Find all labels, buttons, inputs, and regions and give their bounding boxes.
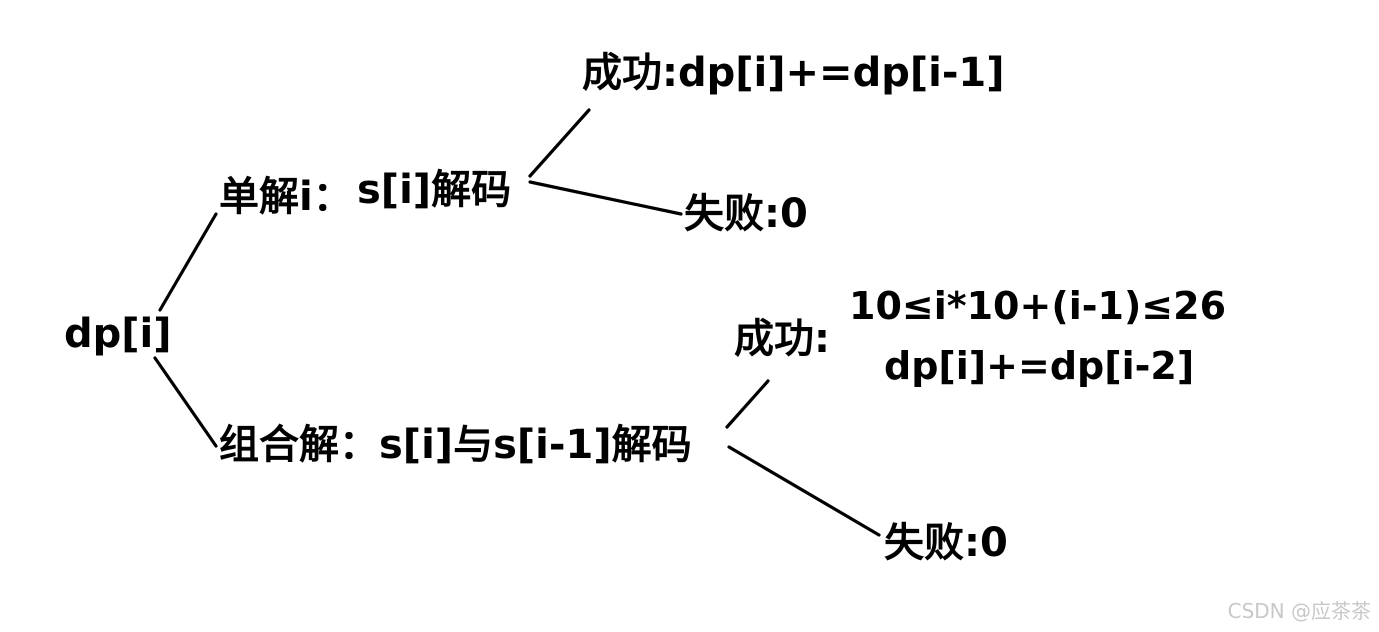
single-decode-desc: s[i]解码: [357, 167, 512, 213]
root-node: dp[i]: [64, 311, 172, 357]
combined-decode-node: 组合解：s[i]与s[i-1]解码: [219, 422, 692, 468]
edge-single-to-fail: [528, 180, 683, 216]
combined-fail-node: 失败:0: [884, 520, 1008, 566]
edge-combined-to-success: [725, 379, 770, 429]
single-success-node: 成功:dp[i]+=dp[i-1]: [582, 50, 1005, 96]
combined-success-update: dp[i]+=dp[i-2]: [884, 344, 1195, 388]
edge-root-to-combined: [153, 356, 218, 448]
single-decode-label: 单解i：: [219, 174, 353, 220]
watermark: CSDN @应茶茶: [1227, 599, 1371, 623]
combined-success-label: 成功:: [734, 316, 830, 362]
edge-single-to-success: [528, 108, 591, 178]
combined-success-condition: 10≤i*10+(i-1)≤26: [849, 284, 1227, 328]
edge-combined-to-fail: [727, 445, 881, 537]
edge-root-to-single: [158, 212, 218, 312]
single-fail-node: 失败:0: [684, 191, 808, 237]
